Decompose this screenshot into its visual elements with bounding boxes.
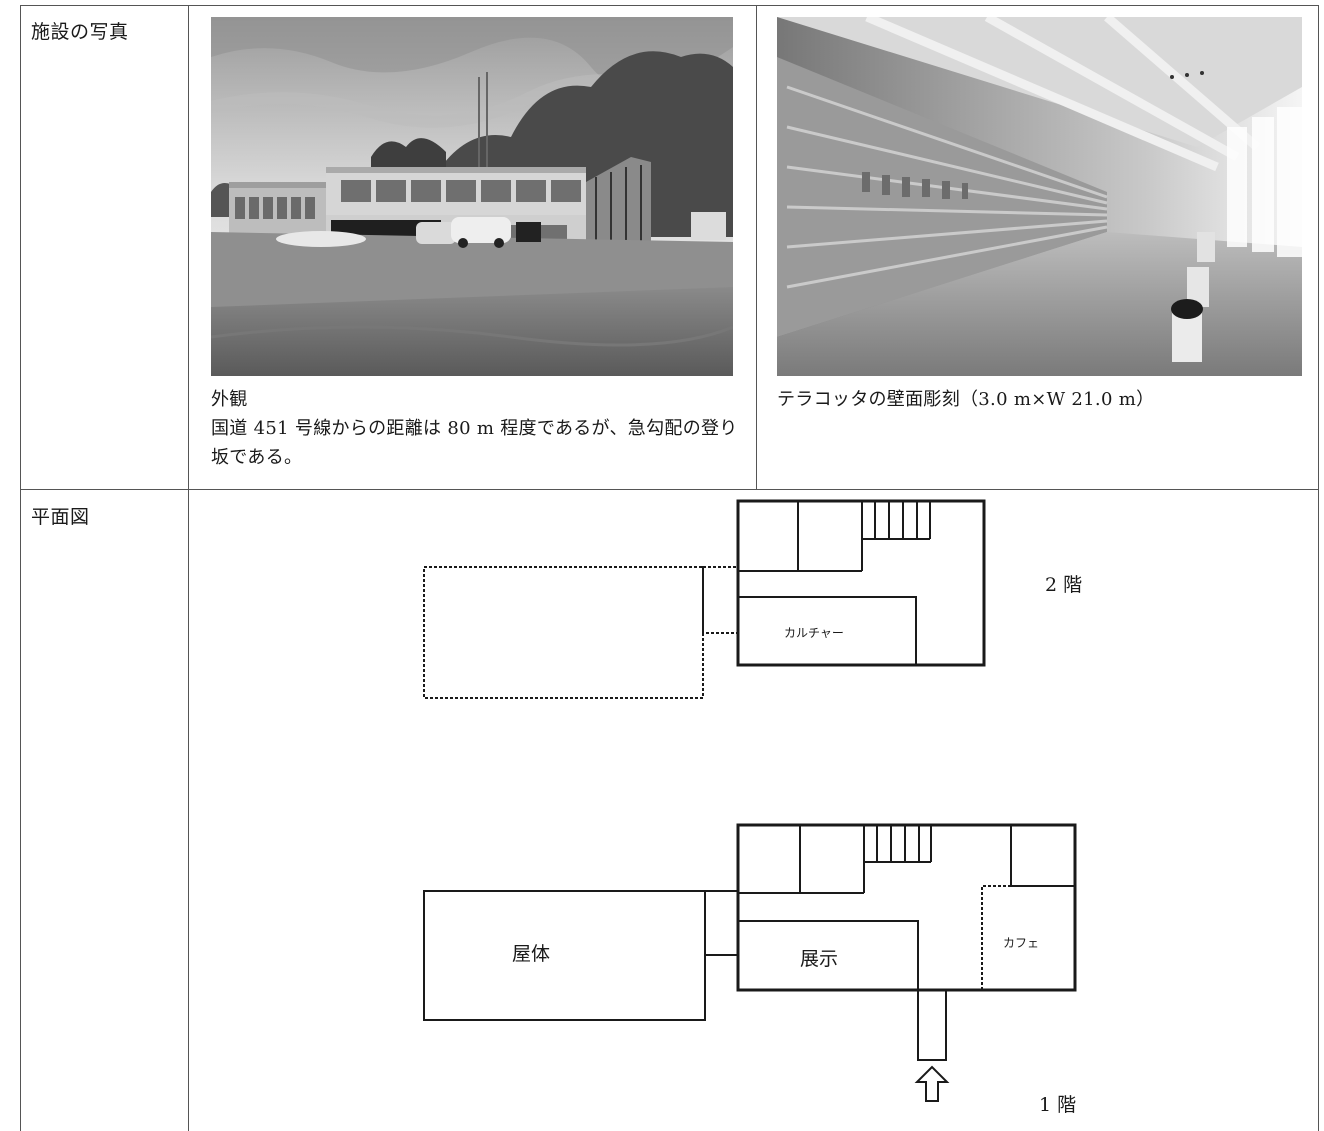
table-border-top	[20, 5, 1319, 6]
floor1-plan	[423, 823, 1077, 1102]
floor1-outline	[736, 823, 1077, 992]
floor2-label: 2 階	[1045, 574, 1082, 596]
floor1-connector	[704, 890, 739, 956]
table-border-right	[1318, 5, 1319, 1131]
floor2-stairs	[874, 501, 918, 539]
floor1-room-yatai: 屋体	[512, 943, 550, 965]
wall-sculpture-caption: テラコッタの壁面彫刻（3.0 m×W 21.0 m）	[777, 389, 1155, 410]
floor2-bridge-dashed	[702, 566, 739, 634]
label-column-divider	[188, 5, 189, 1131]
floor1-label: 1 階	[1039, 1094, 1076, 1116]
floor1-room-exhibit: 展示	[800, 948, 838, 970]
floor2-room-culture: カルチャー	[784, 626, 844, 640]
photos-row-label: 施設の写真	[31, 21, 129, 43]
plan-row-label: 平面図	[31, 506, 90, 528]
photo-column-divider	[756, 5, 757, 489]
exterior-caption-description: 国道 451 号線からの距離は 80 m 程度であるが、急勾配の登り坂である。	[211, 418, 738, 468]
floor1-stairs	[876, 825, 920, 862]
entrance-arrow-icon	[914, 1065, 950, 1102]
row-divider	[20, 489, 1319, 490]
floor1-entrance-corridor	[917, 989, 947, 1061]
floor2-culture-room	[737, 596, 917, 666]
floor1-room-cafe: カフェ	[1003, 936, 1039, 950]
table-border-left	[20, 5, 21, 1131]
exterior-photo	[211, 17, 733, 376]
exterior-caption-title: 外観	[211, 389, 248, 410]
floor1-yatai-room	[423, 890, 706, 1021]
floor2-plan	[423, 499, 986, 699]
floor2-void-dashed	[423, 566, 704, 699]
wall-sculpture-photo	[777, 17, 1302, 376]
